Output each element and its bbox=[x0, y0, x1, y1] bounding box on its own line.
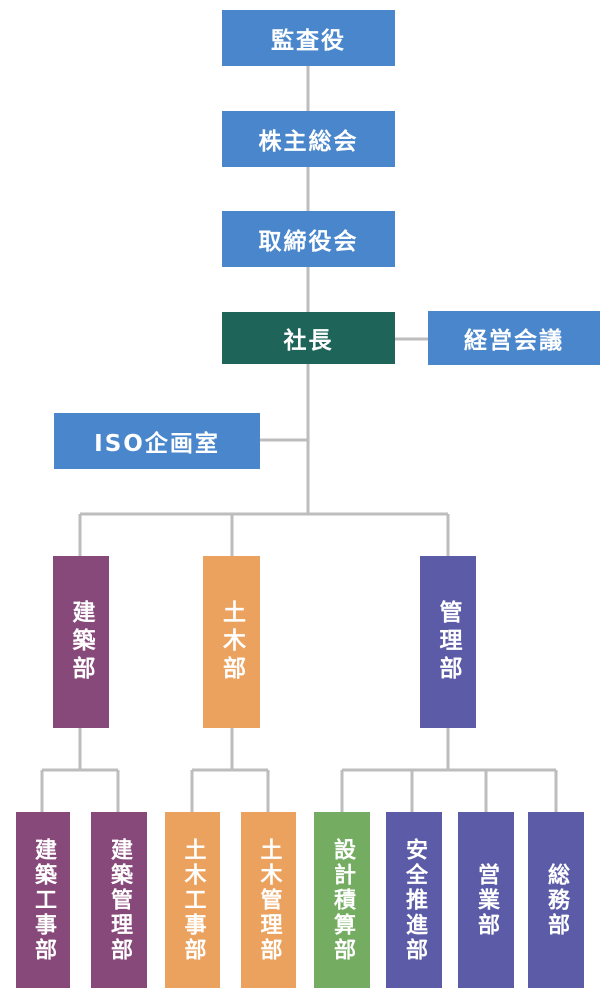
node-somu-label: 総務部 bbox=[544, 862, 569, 938]
node-shareholders: 株主総会 bbox=[222, 111, 395, 167]
node-board: 取締役会 bbox=[222, 211, 395, 267]
node-kanri-label: 管理部 bbox=[435, 600, 461, 684]
node-auditor: 監査役 bbox=[222, 10, 395, 66]
node-kenchiku-koji: 建築工事部 bbox=[16, 812, 70, 988]
node-anzen-label: 安全推進部 bbox=[402, 837, 427, 963]
node-president-label: 社長 bbox=[283, 328, 334, 354]
node-eigyo: 営業部 bbox=[458, 812, 514, 988]
node-kenchiku: 建築部 bbox=[53, 556, 109, 728]
node-iso-office-label: ISO企画室 bbox=[94, 431, 220, 457]
node-shareholders-label: 株主総会 bbox=[258, 129, 359, 155]
node-doboku-kanri: 土木管理部 bbox=[241, 812, 296, 988]
node-doboku: 土木部 bbox=[203, 556, 260, 728]
node-kanri: 管理部 bbox=[420, 556, 476, 728]
node-sekkei: 設計積算部 bbox=[314, 812, 370, 988]
node-eigyo-label: 営業部 bbox=[474, 862, 499, 938]
node-auditor-label: 監査役 bbox=[271, 28, 346, 54]
node-kenchiku-koji-label: 建築工事部 bbox=[31, 837, 56, 963]
node-kenchiku-kanri: 建築管理部 bbox=[91, 812, 147, 988]
node-management-meeting: 経営会議 bbox=[428, 311, 600, 365]
node-kenchiku-kanri-label: 建築管理部 bbox=[107, 837, 132, 963]
node-doboku-label: 土木部 bbox=[218, 600, 245, 684]
node-doboku-kanri-label: 土木管理部 bbox=[256, 837, 282, 963]
node-sekkei-label: 設計積算部 bbox=[330, 837, 355, 963]
node-doboku-koji: 土木工事部 bbox=[165, 812, 220, 988]
node-board-label: 取締役会 bbox=[258, 229, 359, 255]
node-iso-office: ISO企画室 bbox=[54, 413, 260, 469]
node-management-meeting-label: 経営会議 bbox=[464, 328, 564, 354]
node-anzen: 安全推進部 bbox=[386, 812, 442, 988]
node-doboku-koji-label: 土木工事部 bbox=[180, 837, 206, 963]
node-somu: 総務部 bbox=[528, 812, 584, 988]
node-president: 社長 bbox=[222, 312, 395, 364]
node-kenchiku-label: 建築部 bbox=[68, 600, 94, 684]
